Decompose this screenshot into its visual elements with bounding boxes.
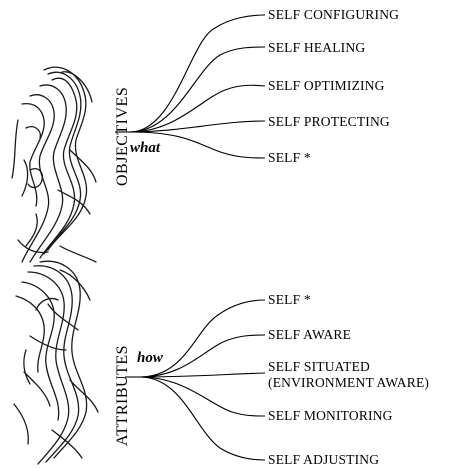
attributes-connectors	[125, 300, 265, 460]
objective-self-optimizing: SELF OPTIMIZING	[268, 78, 385, 93]
connector-self-protecting	[130, 121, 265, 132]
attribute-self-adjusting: SELF ADJUSTING	[268, 452, 379, 467]
objectives-connectors	[115, 15, 265, 158]
attributes-title: ATTRIBUTES	[114, 345, 132, 446]
connector-self-healing	[130, 47, 265, 132]
objectives-title: OBJECTIVES	[114, 87, 132, 186]
attribute-environment-aware: (ENVIRONMENT AWARE)	[268, 375, 429, 390]
what-hub-label: what	[130, 140, 160, 157]
objective-self-star: SELF *	[268, 150, 311, 165]
attribute-self-situated: SELF SITUATED	[268, 359, 370, 374]
attribute-self-monitoring: SELF MONITORING	[268, 408, 393, 423]
objective-self-protecting: SELF PROTECTING	[268, 114, 390, 129]
objective-self-configuring: SELF CONFIGURING	[268, 7, 399, 22]
connector-self-monitoring	[140, 377, 265, 416]
figure-sketch	[12, 67, 98, 464]
connector-self-configuring	[130, 15, 265, 132]
objective-self-healing: SELF HEALING	[268, 40, 365, 55]
how-hub-label: how	[137, 350, 163, 367]
connector-self-adjusting	[140, 377, 265, 460]
attribute-self-aware: SELF AWARE	[268, 327, 351, 342]
attribute-self-star: SELF *	[268, 292, 311, 307]
